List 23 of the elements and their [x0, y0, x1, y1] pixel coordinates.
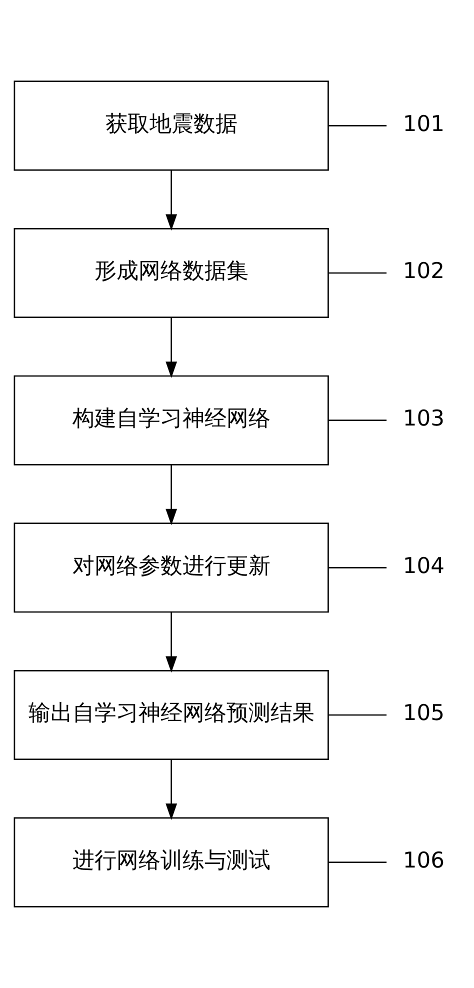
arrow	[165, 464, 177, 526]
node-box: 输出自学习神经网络预测结果	[13, 670, 328, 760]
node-text: 106	[402, 848, 444, 874]
connector	[328, 420, 386, 422]
connector	[328, 566, 386, 568]
arrow	[165, 170, 177, 231]
connector	[328, 272, 386, 274]
node-text: 101	[402, 112, 444, 137]
node-box: 获取地震数据	[13, 80, 328, 171]
connector	[328, 862, 386, 864]
arrow	[165, 759, 177, 820]
node-box: 形成网络数据集	[13, 228, 328, 318]
node-box: 构建自学习神经网络	[13, 375, 328, 466]
arrow	[165, 317, 177, 378]
connector	[328, 124, 386, 126]
node-box: 对网络参数进行更新	[13, 522, 328, 613]
arrow	[165, 612, 177, 673]
node-box: 进行网络训练与测试	[13, 817, 328, 908]
node-text: 103	[402, 406, 444, 432]
node-text: 104	[402, 554, 444, 579]
node-text: 105	[402, 701, 444, 726]
node-text: 102	[402, 259, 444, 284]
connector	[328, 714, 386, 716]
